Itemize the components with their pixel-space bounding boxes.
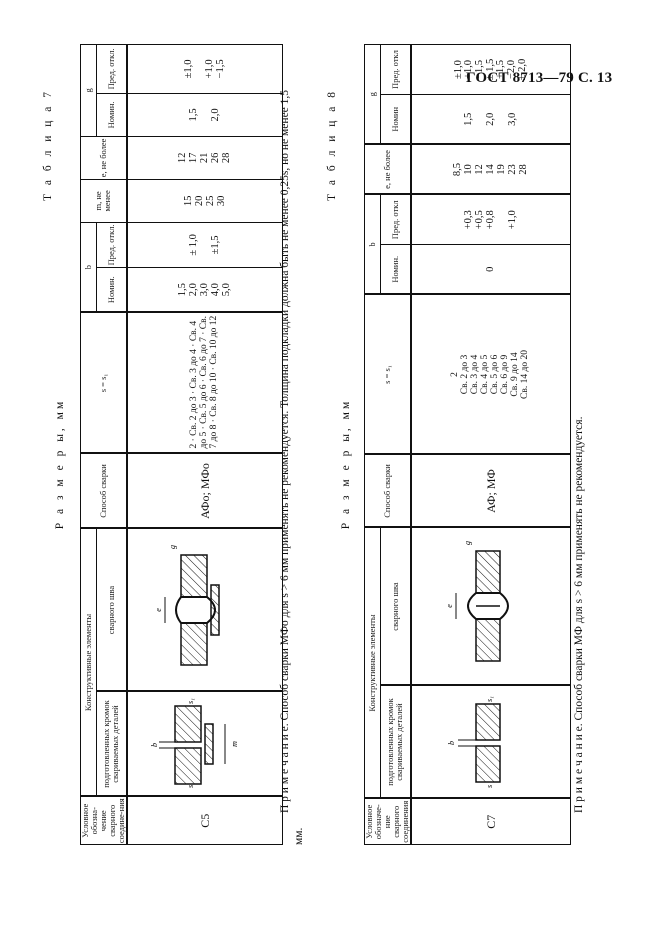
seam-drawing: e g [126, 528, 283, 692]
header-g-nom: Номин [380, 94, 411, 145]
header-b-nom: Номин. [96, 267, 127, 313]
b-dev-cell: +0,3+0,5+0,8+1,0 [410, 194, 571, 245]
table-8-block: Т а б л и ц а 8 Р а з м е р ы, мм Условн… [322, 44, 597, 845]
seam-drawing: e g [410, 527, 571, 686]
table-7-block: Т а б л и ц а 7 Р а з м е р ы, мм Условн… [40, 44, 306, 845]
header-s: s = s₁ [364, 294, 411, 455]
svg-text:e: e [445, 604, 454, 608]
header-edges: подготовленных кромок свариваемых детале… [96, 691, 127, 797]
svg-text:b: b [150, 743, 159, 747]
svg-text:e: e [154, 608, 163, 612]
dims-label-7: Р а з м е р ы, мм [54, 398, 66, 530]
header-m: m, не менее [80, 179, 127, 223]
designation-cell: C7 [410, 798, 571, 845]
table-8: Условное обозначе-ние сварного соединени… [364, 44, 571, 845]
header-edges: подготовленных кромок свариваемых детале… [380, 685, 411, 799]
svg-text:b: b [447, 741, 456, 745]
dims-label-8: Р а з м е р ы, мм [340, 398, 352, 530]
header-g: g [80, 44, 97, 137]
header-structural: Конструктивные элементы [80, 528, 97, 797]
header-method: Способ сварки [364, 454, 411, 528]
b-dev-cell: ± 1,0±1,5 [126, 222, 283, 268]
svg-text:s₁: s₁ [485, 696, 494, 702]
header-s: s = s₁ [80, 312, 127, 454]
page-header: ГОСТ 8713—79 С. 13 [466, 70, 613, 86]
table-7: Условное обозна-чение сварного соедине-н… [80, 44, 283, 845]
table-7-note: П р и м е ч а н и е. Способ сварки МФо д… [279, 89, 306, 845]
edge-preparation-drawing-icon: b s s₁ [447, 696, 501, 788]
header-designation: Условное обозна-чение сварного соедине-н… [80, 796, 127, 845]
table-8-label: Т а б л и ц а 8 [326, 89, 338, 202]
svg-text:s: s [485, 785, 494, 788]
header-seam: сварного шва [96, 528, 127, 692]
svg-text:s: s [186, 785, 195, 788]
header-designation: Условное обозначе-ние сварного соединени… [364, 798, 411, 845]
header-b-dev: Пред. откл [380, 194, 411, 245]
b-nom-cell: 0 [410, 244, 571, 295]
designation-cell: C5 [126, 796, 283, 845]
weld-seam-drawing-icon: e g [154, 545, 220, 666]
header-structural: Конструктивные элементы [364, 527, 381, 799]
svg-text:s₁: s₁ [186, 698, 195, 704]
header-method: Способ сварки [80, 453, 127, 529]
header-g-dev: Пред. откл. [96, 44, 127, 94]
svg-text:g: g [168, 545, 177, 549]
header-g-nom: Номин. [96, 93, 127, 137]
svg-text:g: g [463, 542, 472, 546]
method-cell: АФ; МФ [410, 454, 571, 528]
header-b-dev: Пред. откл. [96, 222, 127, 268]
g-dev-cell: ±1,0 +1,0−1,5 ± 1,5 +1,5−2,0 ± 2,0 [410, 44, 571, 95]
header-b: b [80, 222, 97, 313]
header-e: e, не более [80, 136, 127, 180]
header-e: e, не более [364, 144, 411, 195]
header-g: g [364, 44, 381, 145]
method-cell: АФо; МФо [126, 453, 283, 529]
svg-text:m: m [230, 741, 239, 747]
s-values-cell: 2 · Св. 2 до 3 · Св. 3 до 4 · Св. 4 до 5… [126, 312, 283, 454]
edges-drawing: b s s₁ [410, 685, 571, 799]
edge-preparation-drawing-icon: b m s s₁ [150, 698, 239, 788]
header-g-dev: Пред. откл [380, 44, 411, 95]
edges-drawing: b m s s₁ [126, 691, 283, 797]
table-8-note: П р и м е ч а н и е. Способ сварки МФ дл… [573, 416, 585, 813]
weld-seam-drawing-icon: e g [445, 542, 509, 663]
g-dev-cell: ±1,0+1,0−1,5 [126, 44, 283, 94]
header-seam: сварного шва [380, 527, 411, 686]
header-b: b [364, 194, 381, 295]
table-7-label: Т а б л и ц а 7 [42, 89, 54, 202]
header-b-nom: Номин. [380, 244, 411, 295]
